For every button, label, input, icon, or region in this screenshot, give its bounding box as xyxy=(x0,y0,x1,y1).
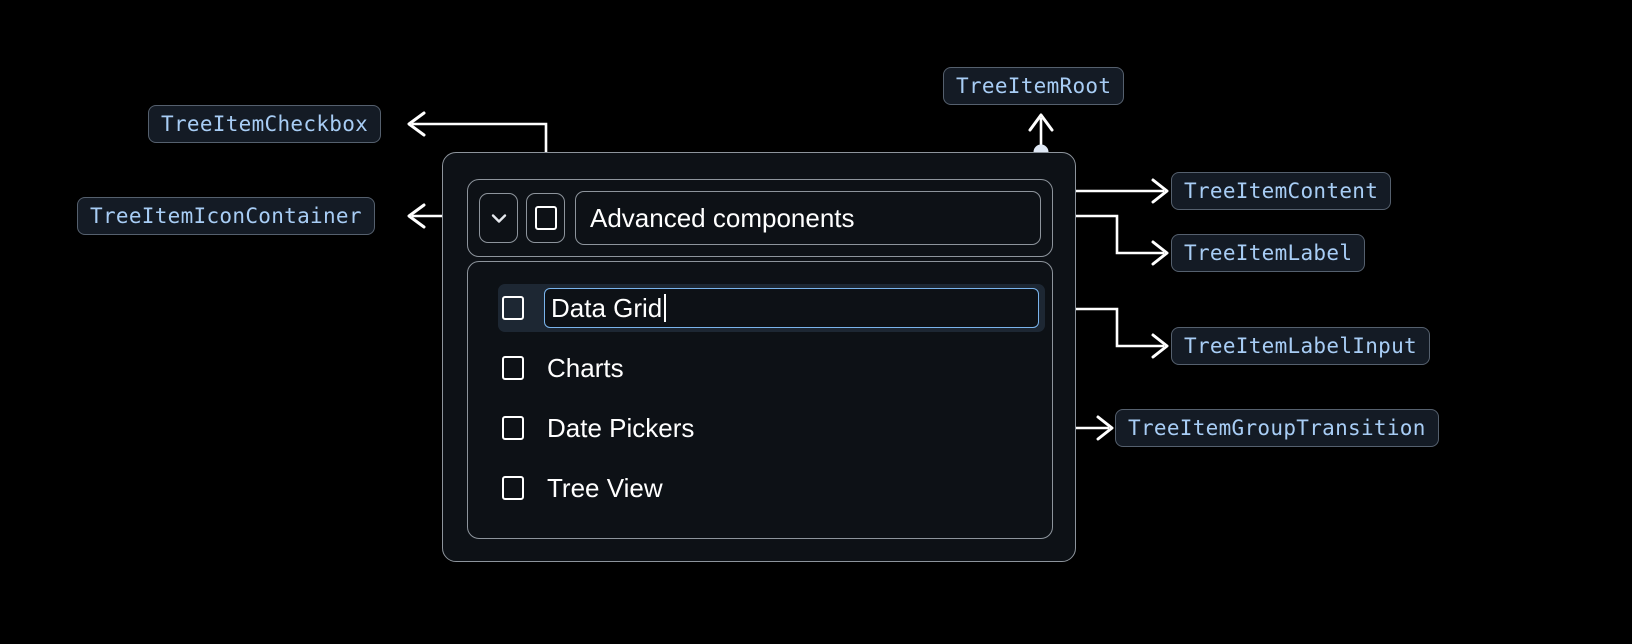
tree-item-label: Tree View xyxy=(547,473,663,503)
tree-item-icon-container[interactable] xyxy=(479,193,518,243)
checkbox-unchecked-icon xyxy=(534,206,557,230)
arrowhead-icon-container xyxy=(407,203,426,229)
badge-tree-item-label: TreeItemLabel xyxy=(1171,234,1366,272)
tree-item-label: Charts xyxy=(547,353,624,383)
arrowhead-checkbox xyxy=(407,111,426,137)
tree-item-row-0[interactable]: Data Grid xyxy=(498,284,1045,332)
tree-item-label-text: Advanced components xyxy=(590,202,855,233)
tree-item-label[interactable]: Advanced components xyxy=(575,191,1041,245)
tree-item-label: Date Pickers xyxy=(547,413,695,443)
badge-tree-item-group-transition: TreeItemGroupTransition xyxy=(1115,409,1439,447)
badge-tree-item-root: TreeItemRoot xyxy=(943,67,1125,105)
tree-item-checkbox[interactable] xyxy=(526,193,565,243)
arrowhead-root xyxy=(1028,113,1054,132)
badge-tree-item-content: TreeItemContent xyxy=(1171,172,1392,210)
tree-item-content[interactable]: Advanced components xyxy=(467,179,1053,257)
checkbox-unchecked-icon[interactable] xyxy=(502,416,524,440)
chevron-down-icon xyxy=(491,214,506,223)
arrowhead-group-transition xyxy=(1096,415,1114,441)
tree-item-row-2[interactable]: Date Pickers xyxy=(500,404,1052,452)
badge-tree-item-checkbox: TreeItemCheckbox xyxy=(148,105,382,143)
arrowhead-content xyxy=(1151,178,1169,204)
tree-item-row-3[interactable]: Tree View xyxy=(500,464,1052,512)
checkbox-unchecked-icon[interactable] xyxy=(502,476,524,500)
badge-tree-item-label-input: TreeItemLabelInput xyxy=(1171,327,1430,365)
text-caret xyxy=(664,294,666,322)
arrowhead-label xyxy=(1151,240,1169,266)
arrowhead-label-input xyxy=(1151,333,1169,359)
badge-tree-item-icon-container: TreeItemIconContainer xyxy=(77,197,375,235)
checkbox-unchecked-icon[interactable] xyxy=(502,296,524,320)
tree-item-row-1[interactable]: Charts xyxy=(500,344,1052,392)
tree-item-label-input[interactable]: Data Grid xyxy=(544,288,1039,328)
tree-item-label-input-value: Data Grid xyxy=(551,292,663,323)
checkbox-unchecked-icon[interactable] xyxy=(502,356,524,380)
tree-item-root[interactable]: Advanced components Data Grid Charts Dat… xyxy=(442,152,1076,562)
tree-item-group-transition: Data Grid Charts Date Pickers Tree View xyxy=(467,261,1053,539)
